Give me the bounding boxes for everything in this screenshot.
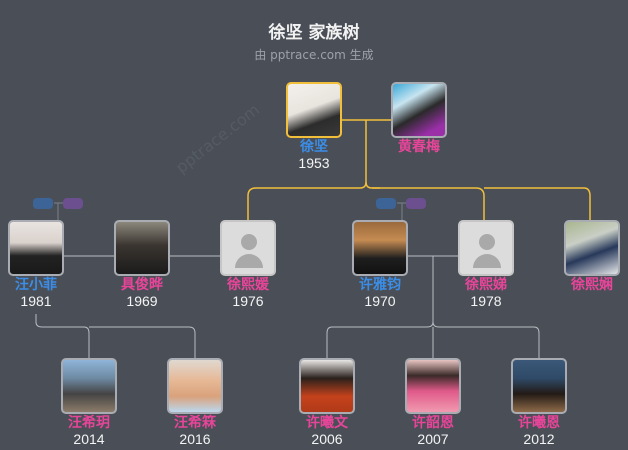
avatar[interactable] — [352, 220, 408, 276]
avatar[interactable] — [286, 82, 342, 138]
avatar[interactable] — [167, 358, 223, 414]
avatar[interactable] — [564, 220, 620, 276]
page-title: 徐坚 家族树 — [268, 23, 360, 43]
person-node[interactable]: 许韶恩 2007 — [393, 358, 473, 447]
person-name: 许曦文 — [306, 415, 348, 431]
person-name: 徐坚 — [300, 139, 328, 155]
person-node[interactable]: 徐熙娴 — [552, 220, 628, 293]
person-name: 汪小菲 — [15, 277, 57, 293]
avatar[interactable] — [405, 358, 461, 414]
spouse-toggle-male[interactable] — [33, 198, 53, 209]
person-node[interactable]: 具俊晔 1969 — [102, 220, 182, 309]
person-node[interactable]: 汪小菲 1981 — [0, 220, 76, 309]
spouse-toggle-female[interactable] — [63, 198, 83, 209]
person-node[interactable]: 许曦恩 2012 — [499, 358, 579, 447]
person-node[interactable]: 汪希玥 2014 — [49, 358, 129, 447]
avatar[interactable] — [391, 82, 447, 138]
avatar[interactable] — [114, 220, 170, 276]
avatar-placeholder[interactable] — [220, 220, 276, 276]
birth-year: 2007 — [417, 431, 449, 447]
person-name: 许雅钧 — [359, 277, 401, 293]
person-silhouette-icon — [479, 234, 495, 250]
person-node[interactable]: 许雅钧 1970 — [340, 220, 420, 309]
person-silhouette-icon — [241, 234, 257, 250]
avatar[interactable] — [61, 358, 117, 414]
person-node[interactable]: 黄春梅 — [379, 82, 459, 155]
person-name: 黄春梅 — [398, 139, 440, 155]
birth-year: 2016 — [179, 431, 211, 447]
spouse-toggle-female[interactable] — [406, 198, 426, 209]
person-node[interactable]: 汪希箖 2016 — [155, 358, 235, 447]
person-node[interactable]: 许曦文 2006 — [287, 358, 367, 447]
person-name: 许韶恩 — [412, 415, 454, 431]
person-node[interactable]: 徐坚 1953 — [274, 82, 354, 171]
person-node[interactable]: 徐熙媛 1976 — [208, 220, 288, 309]
person-name: 许曦恩 — [518, 415, 560, 431]
birth-year: 1969 — [126, 293, 158, 309]
person-name: 徐熙娴 — [571, 277, 613, 293]
birth-year: 2006 — [311, 431, 343, 447]
person-name: 汪希玥 — [68, 415, 110, 431]
birth-year: 2014 — [73, 431, 105, 447]
person-name: 徐熙娣 — [465, 277, 507, 293]
avatar[interactable] — [299, 358, 355, 414]
person-name: 具俊晔 — [121, 277, 163, 293]
avatar-placeholder[interactable] — [458, 220, 514, 276]
birth-year: 1981 — [20, 293, 52, 309]
birth-year: 1970 — [364, 293, 396, 309]
avatar[interactable] — [511, 358, 567, 414]
birth-year: 2012 — [523, 431, 555, 447]
birth-year: 1976 — [232, 293, 264, 309]
spouse-toggle-male[interactable] — [376, 198, 396, 209]
birth-year: 1953 — [298, 155, 330, 171]
birth-year: 1978 — [470, 293, 502, 309]
page-subtitle: 由 pptrace.com 生成 — [254, 48, 374, 62]
person-name: 徐熙媛 — [227, 277, 269, 293]
person-name: 汪希箖 — [174, 415, 216, 431]
person-node[interactable]: 徐熙娣 1978 — [446, 220, 526, 309]
avatar[interactable] — [8, 220, 64, 276]
